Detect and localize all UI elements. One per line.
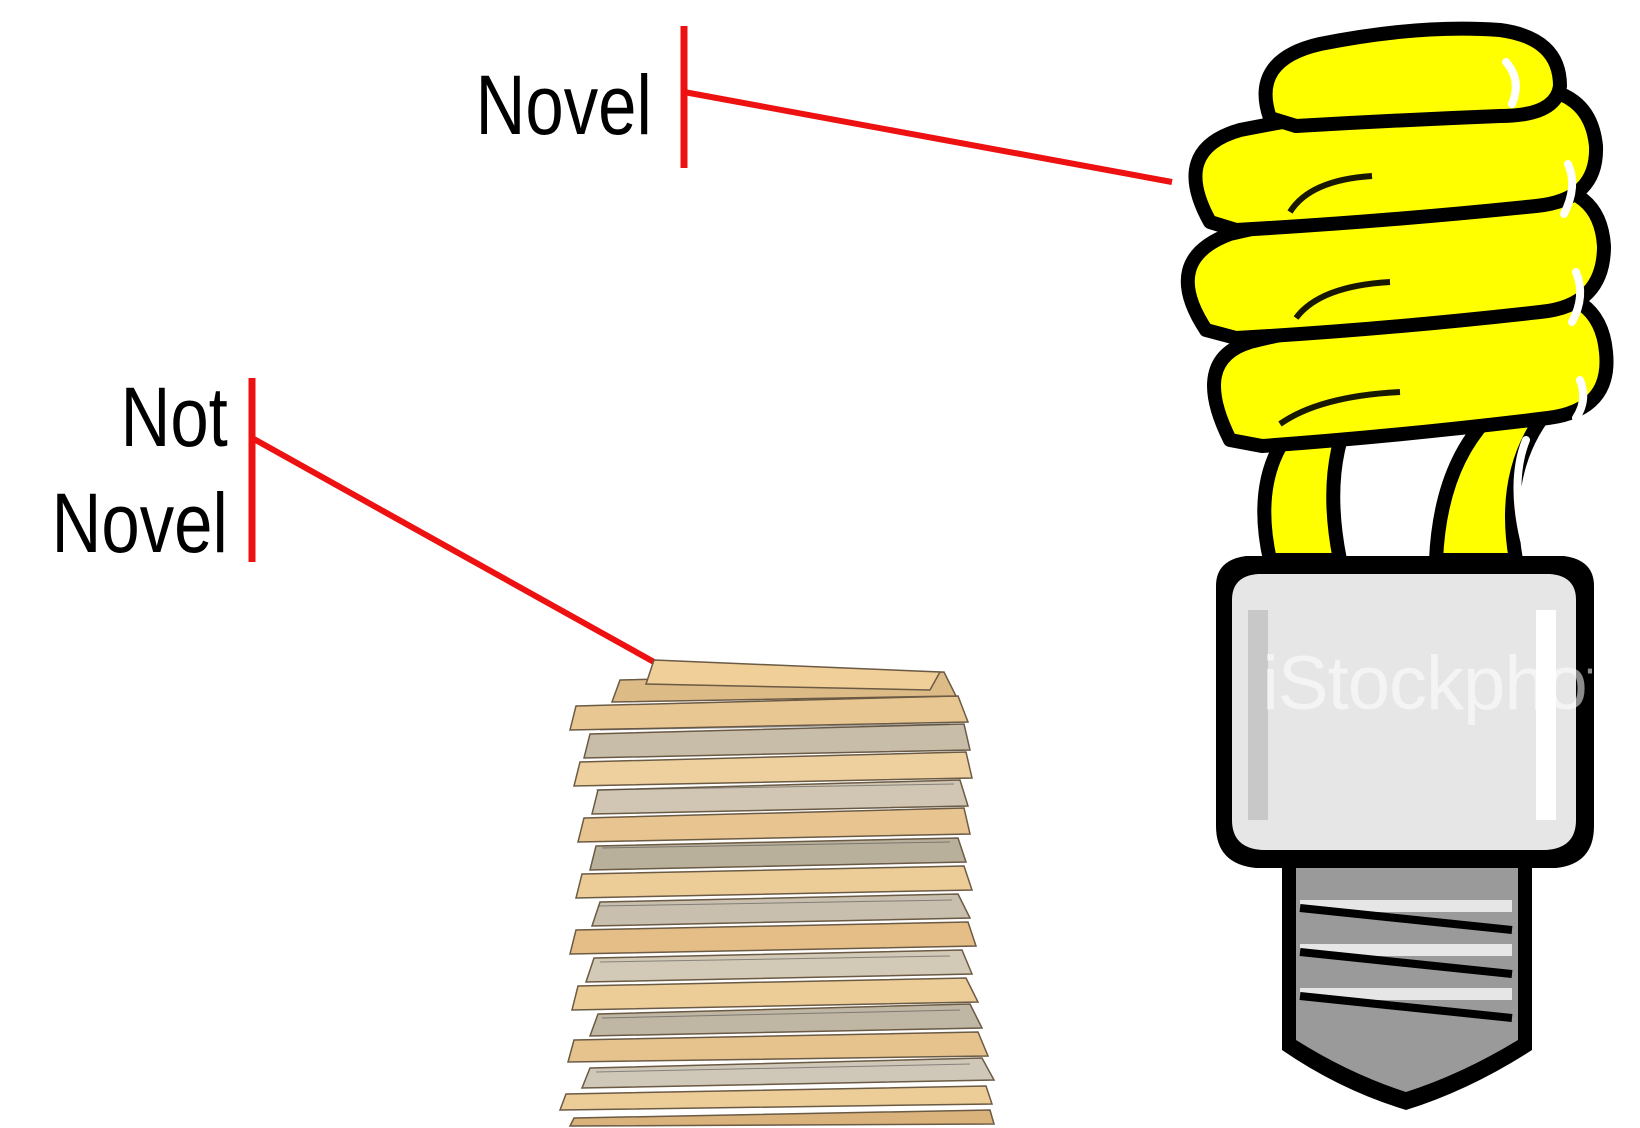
novel-connector-line — [683, 89, 1173, 185]
novel-label: Novel — [475, 58, 652, 152]
bulb-spiral — [1180, 21, 1614, 453]
not-novel-label: Not Novel — [52, 364, 228, 576]
bulb-collar — [1216, 556, 1594, 868]
not-novel-label-line2: Novel — [51, 476, 228, 570]
bulb-screw-base — [1282, 850, 1532, 1110]
watermark-text: iStockphoto — [1262, 641, 1592, 726]
not-novel-label-line1: Not — [120, 370, 228, 464]
not-novel-connector-line — [250, 435, 656, 665]
